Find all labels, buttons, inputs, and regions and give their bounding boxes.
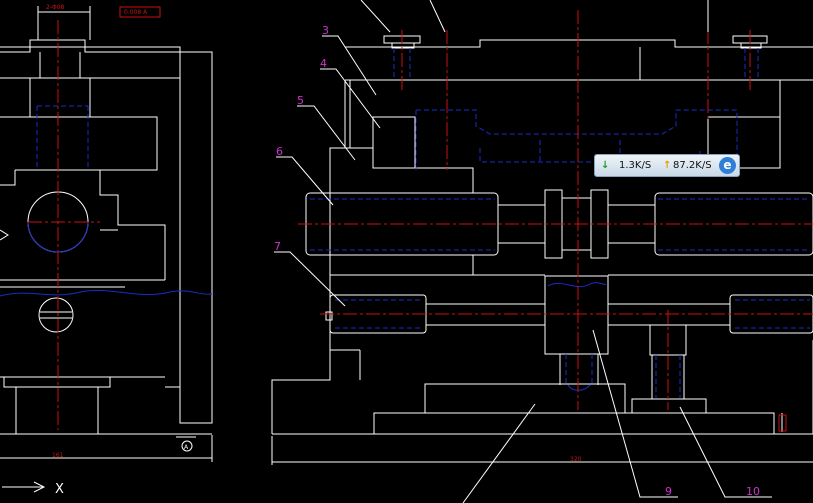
download-arrow-icon: ↓ <box>601 160 610 171</box>
callout-3: 3 <box>322 24 329 37</box>
callout-4: 4 <box>320 57 327 70</box>
ucs-icon <box>2 481 46 493</box>
callout-labels: 3 4 5 6 7 9 10 <box>274 24 760 498</box>
datum-a-label: A <box>184 444 189 451</box>
top-left-tolerance-frame <box>119 6 161 18</box>
callout-6: 6 <box>276 145 283 158</box>
right-view-hidden-lines <box>310 48 810 398</box>
right-view-centerlines <box>298 10 813 410</box>
dim-bottom-left: 161 <box>52 452 64 459</box>
dim-bottom-center: 320 <box>570 456 582 463</box>
datum-a-circle <box>181 440 193 452</box>
network-speed-widget[interactable]: ↓ 1.3K/S ↑ 87.2K/S e <box>594 154 740 177</box>
download-rate: 1.3K/S <box>619 160 652 171</box>
callout-7: 7 <box>274 240 281 253</box>
callout-9: 9 <box>665 485 672 498</box>
upload-arrow-icon: ↑ <box>663 160 672 171</box>
dim-top-left: 2-Φ08 <box>46 4 65 11</box>
right-dimension-tag <box>778 414 787 432</box>
left-view-centerlines <box>28 20 100 430</box>
left-view <box>0 6 213 462</box>
dim-top-left-tag: 0.008 A <box>124 9 148 16</box>
callout-10: 10 <box>746 485 760 498</box>
ucs-x-label: X <box>55 482 64 497</box>
internet-explorer-icon[interactable]: e <box>719 157 736 174</box>
upload-rate: 87.2K/S <box>673 160 712 171</box>
dimension-labels: 2-Φ08 0.008 A 161 320 <box>46 4 582 463</box>
leader-lines <box>274 0 772 503</box>
callout-5: 5 <box>297 94 304 107</box>
